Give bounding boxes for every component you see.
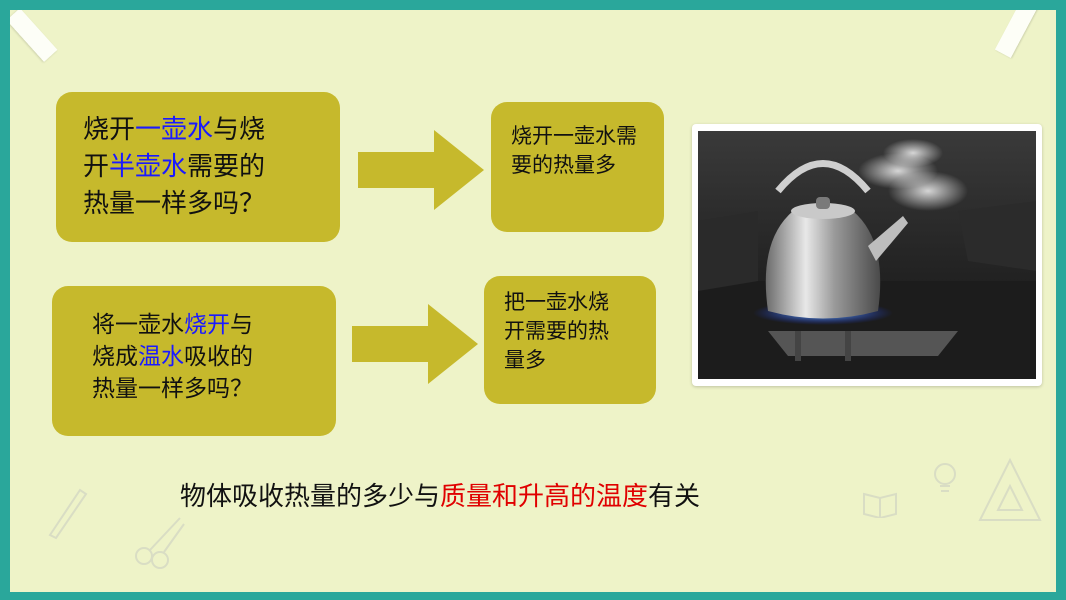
answer-box-2: 把一壶水烧 开需要的热 量多 <box>484 276 656 404</box>
question2-line2: 烧成温水吸收的 <box>92 344 253 370</box>
question2-line1: 将一壶水烧开与 <box>92 312 253 338</box>
scissors-icon <box>135 517 185 569</box>
tape-decoration <box>10 10 58 62</box>
conclusion-text: 物体吸收热量的多少与质量和升高的温度有关 <box>180 482 701 512</box>
kettle-on-stove-photo <box>698 131 1036 379</box>
arrow-right-icon <box>352 304 478 384</box>
triangle-ruler-icon <box>978 457 1042 521</box>
question1-line3: 热量一样多吗？ <box>83 189 266 219</box>
question2-line3: 热量一样多吗？ <box>92 376 253 402</box>
question1-line2: 开半壶水需要的 <box>83 152 266 182</box>
lightbulb-icon <box>934 463 956 492</box>
question1-line1: 烧开一壶水与烧 <box>83 115 266 145</box>
question-box-1: 烧开一壶水与烧 开半壶水需要的 热量一样多吗？ <box>56 92 340 242</box>
book-icon <box>863 492 897 518</box>
question-box-2: 将一壶水烧开与 烧成温水吸收的 热量一样多吗？ <box>52 286 336 436</box>
kettle-photo-frame <box>692 124 1042 386</box>
arrow-right-icon <box>358 130 484 210</box>
answer-box-1: 烧开一壶水需 要的热量多 <box>491 102 664 232</box>
pencil-icon <box>48 488 88 540</box>
tape-decoration <box>994 10 1038 58</box>
